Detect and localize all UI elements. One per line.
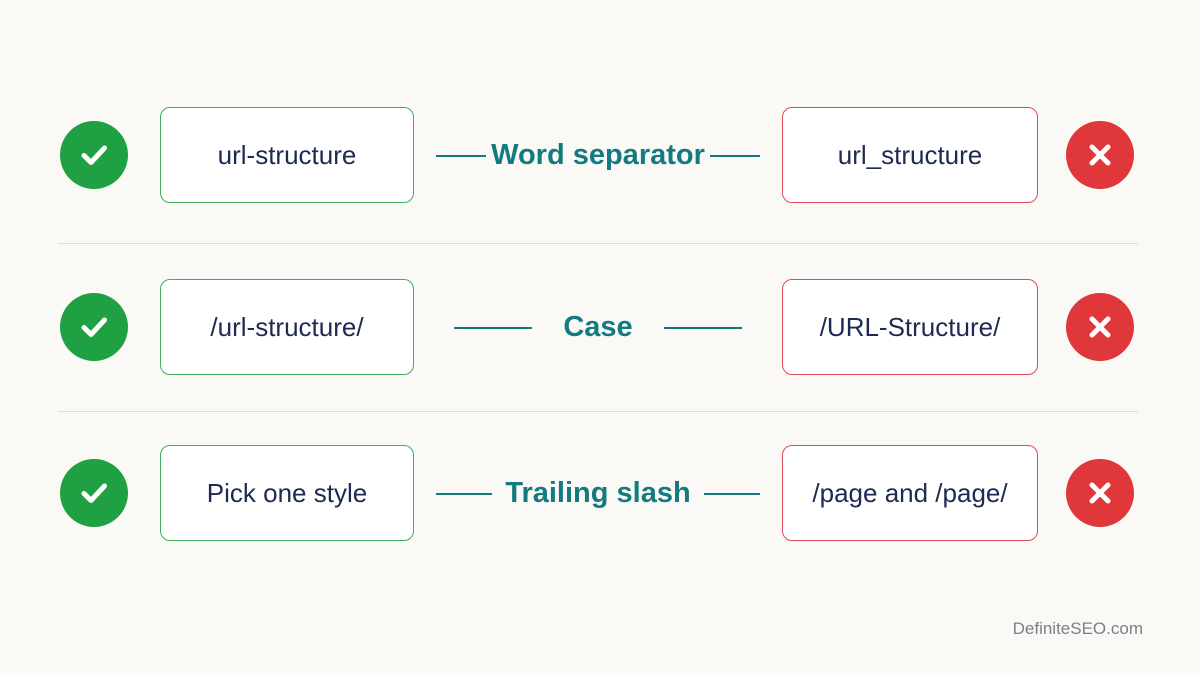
connector-line [710,155,760,157]
bad-example-box: /URL-Structure/ [782,279,1038,375]
good-example-box: url-structure [160,107,414,203]
bad-example-box: url_structure [782,107,1038,203]
checkmark-icon [60,293,128,361]
close-icon [1066,293,1134,361]
comparison-row-case: /url-structure/ Case /URL-Structure/ [0,277,1200,377]
source-credit: DefiniteSEO.com [1012,619,1143,638]
connector-line [436,155,486,157]
connector-line [704,493,760,495]
comparison-row-word-separator: url-structure Word separator url_structu… [0,105,1200,205]
good-example-box: /url-structure/ [160,279,414,375]
comparison-row-trailing-slash: Pick one style Trailing slash /page and … [0,443,1200,543]
connector-line [436,493,492,495]
checkmark-icon [60,121,128,189]
row-divider [58,243,1138,244]
bad-example-box: /page and /page/ [782,445,1038,541]
rule-label: Trailing slash [505,476,691,509]
rule-label: Word separator [491,138,705,171]
rule-label: Case [563,310,633,343]
row-divider [58,411,1138,412]
good-example-box: Pick one style [160,445,414,541]
checkmark-icon [60,459,128,527]
connector-line [664,327,742,329]
connector-line [454,327,532,329]
close-icon [1066,121,1134,189]
close-icon [1066,459,1134,527]
